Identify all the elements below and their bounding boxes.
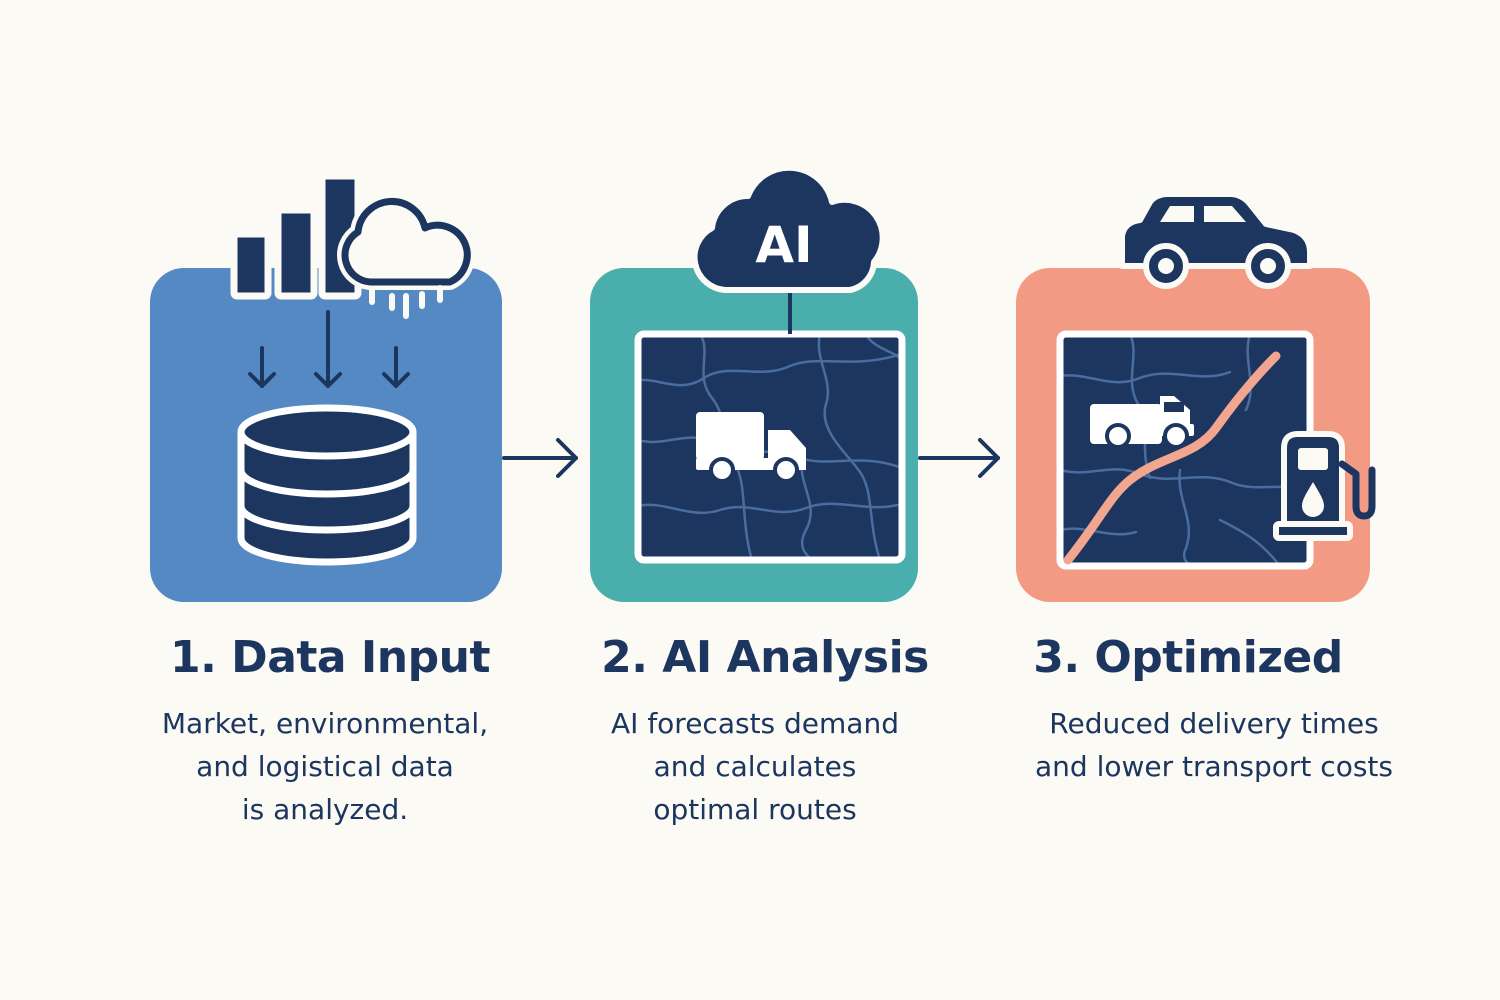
step-2-title: 2. AI Analysis: [601, 632, 929, 683]
step-1-desc-line: is analyzed.: [241, 793, 409, 826]
database-icon: [237, 404, 417, 566]
step-2-desc-line: optimal routes: [653, 793, 857, 826]
truck-icon: [696, 412, 806, 483]
route-line-icon: [1063, 351, 1281, 565]
cloud-rain-icon: [337, 193, 476, 319]
step-2-graphic: AI: [590, 164, 918, 602]
step-1-desc-line: and logistical data: [196, 750, 454, 783]
arrow-down-icon: [382, 346, 410, 388]
step-2-desc-line: AI forecasts demand: [611, 707, 899, 740]
arrow-down-icon: [314, 310, 342, 388]
step-3-title: 3. Optimized: [1033, 632, 1343, 683]
arrow-right-icon: [918, 438, 1000, 478]
arrow-down-icon: [248, 346, 276, 388]
step-3-desc-line: and lower transport costs: [1035, 750, 1393, 783]
step-3-description: Reduced delivery times and lower transpo…: [1014, 702, 1414, 788]
arrow-right-icon: [502, 438, 578, 478]
truck-icon: [1090, 396, 1194, 449]
step-1-desc-line: Market, environmental,: [161, 707, 489, 740]
step-2-description: AI forecasts demand and calculates optim…: [555, 702, 955, 831]
car-icon: [1119, 191, 1313, 289]
step-3-desc-line: Reduced delivery times: [1049, 707, 1379, 740]
step-1-title: 1. Data Input: [170, 632, 490, 683]
ai-cloud-label: AI: [755, 216, 812, 274]
step-1-graphic: [150, 172, 502, 602]
step-3-graphic: [1016, 191, 1376, 602]
fuel-pump-icon: [1273, 431, 1376, 541]
ai-cloud-icon: AI: [691, 164, 886, 293]
step-1-description: Market, environmental, and logistical da…: [125, 702, 525, 831]
step-2-desc-line: and calculates: [653, 750, 857, 783]
bar-chart-icon: [230, 172, 362, 300]
